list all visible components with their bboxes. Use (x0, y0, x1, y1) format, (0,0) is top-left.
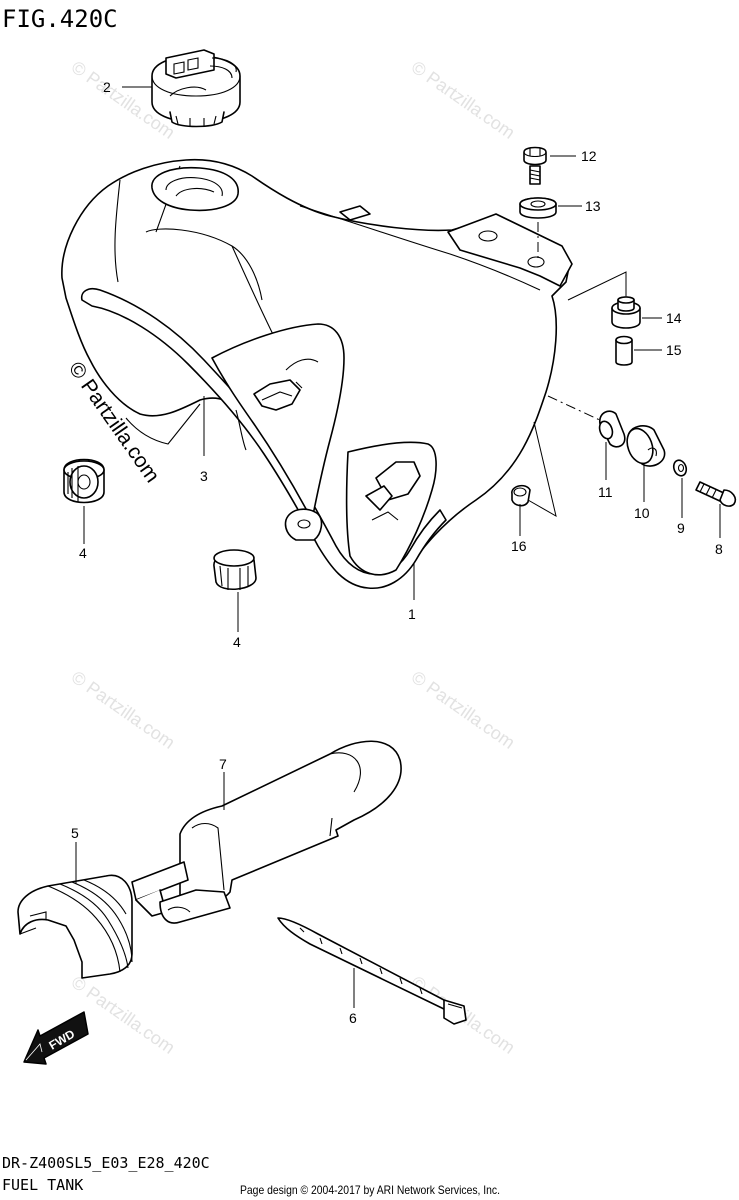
callout-5: 5 (71, 825, 79, 841)
figure-title: FIG.420C (2, 5, 118, 33)
figure-name: FUEL TANK (2, 1176, 83, 1194)
cable-tie-6 (277, 917, 467, 1025)
callout-7: 7 (219, 756, 227, 772)
grommet-13 (519, 197, 557, 219)
watermark: © Partzilla.com (408, 667, 519, 753)
callout-3: 3 (200, 468, 208, 484)
protector-5 (17, 874, 133, 979)
callout-2: 2 (103, 79, 111, 95)
bolt-8 (695, 481, 737, 507)
callout-4b: 4 (233, 634, 241, 650)
cushion-10 (626, 425, 666, 467)
callout-11: 11 (598, 484, 613, 500)
callout-8: 8 (715, 541, 723, 557)
callout-10: 10 (634, 505, 650, 521)
callout-14: 14 (666, 310, 682, 326)
callout-16: 16 (511, 538, 527, 554)
spacer-11 (598, 410, 626, 448)
washer-9 (672, 459, 688, 477)
collar-15 (615, 335, 633, 366)
fuel-cap (151, 49, 241, 128)
callout-1: 1 (408, 606, 416, 622)
copyright-notice: Page design © 2004-2017 by ARI Network S… (240, 1183, 500, 1197)
callout-13: 13 (585, 198, 601, 214)
callout-4a: 4 (79, 545, 87, 561)
watermark: © Partzilla.com (68, 667, 179, 753)
cushion-14 (611, 296, 641, 329)
cap-4a (63, 458, 105, 504)
callout-6: 6 (349, 1010, 357, 1026)
nut-16 (511, 484, 531, 507)
forward-direction-arrow: FWD (23, 1011, 89, 1065)
leader-lines (75, 86, 721, 1008)
callout-labels: 1 2 3 4 4 5 6 7 8 9 10 11 12 13 14 15 16 (71, 79, 723, 1026)
watermark: © Partzilla.com (408, 57, 519, 143)
callout-15: 15 (666, 342, 682, 358)
cover-7 (131, 740, 402, 924)
callout-12: 12 (581, 148, 597, 164)
figure-code: DR-Z400SL5_E03_E28_420C (2, 1154, 210, 1172)
fuel-tank (61, 158, 573, 589)
bolt-12 (523, 146, 547, 185)
callout-9: 9 (677, 520, 685, 536)
cap-4b (213, 549, 257, 590)
